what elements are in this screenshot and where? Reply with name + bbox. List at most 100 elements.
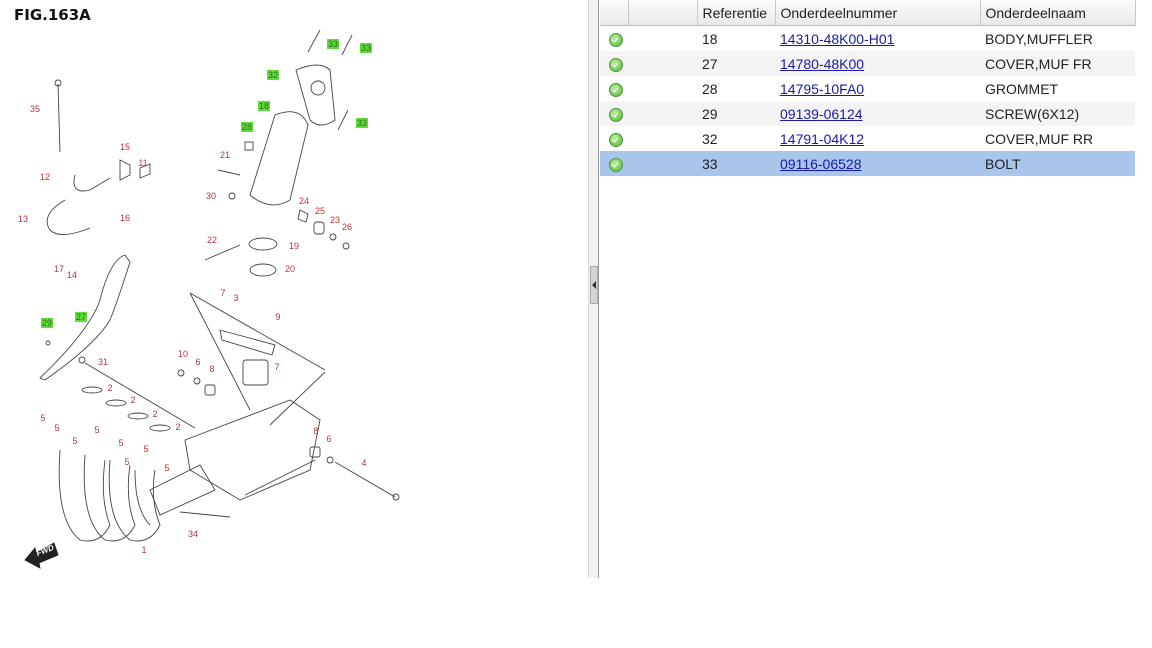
callout-34[interactable]: 34 bbox=[187, 529, 199, 539]
callout-33[interactable]: 33 bbox=[326, 39, 340, 49]
table-row[interactable]: 27 14780-48K00 COVER,MUF FR bbox=[600, 51, 1135, 76]
callout-6[interactable]: 6 bbox=[195, 357, 201, 367]
callout-3[interactable]: 3 bbox=[233, 293, 239, 303]
callout-10[interactable]: 10 bbox=[177, 349, 189, 359]
referentie-cell: 32 bbox=[702, 130, 718, 147]
callout-15[interactable]: 15 bbox=[119, 142, 131, 152]
callout-11[interactable]: 11 bbox=[138, 158, 148, 168]
blank-cell bbox=[628, 76, 697, 101]
callout-4[interactable]: 4 bbox=[361, 458, 367, 468]
pane-splitter[interactable] bbox=[588, 0, 599, 578]
blank-cell bbox=[628, 126, 697, 151]
callout-2[interactable]: 2 bbox=[107, 383, 113, 393]
part-number-link[interactable]: 14310-48K00-H01 bbox=[780, 30, 895, 47]
callout-14[interactable]: 14 bbox=[66, 270, 78, 280]
callout-25[interactable]: 25 bbox=[314, 206, 326, 216]
check-icon bbox=[609, 132, 623, 147]
table-row[interactable]: 18 14310-48K00-H01 BODY,MUFFLER bbox=[600, 26, 1135, 52]
callout-8[interactable]: 8 bbox=[209, 364, 215, 374]
onderdeelnummer-cell: 14791-04K12 bbox=[775, 126, 980, 151]
status-cell bbox=[600, 51, 628, 76]
onderdeelnummer-cell: 14780-48K00 bbox=[775, 51, 980, 76]
onderdeelnaam-cell: BOLT bbox=[980, 151, 1135, 176]
onderdeelnummer-cell: 14795-10FA0 bbox=[775, 76, 980, 101]
column-header-status[interactable] bbox=[600, 0, 629, 26]
check-icon bbox=[609, 157, 623, 172]
check-icon bbox=[609, 107, 623, 122]
part-number-link[interactable]: 09116-06528 bbox=[780, 155, 862, 172]
callout-24[interactable]: 24 bbox=[298, 196, 310, 206]
callout-5[interactable]: 5 bbox=[54, 423, 60, 433]
collapse-pane-button[interactable] bbox=[590, 266, 598, 304]
callout-5[interactable]: 5 bbox=[143, 444, 149, 454]
part-number-link[interactable]: 14791-04K12 bbox=[780, 130, 865, 147]
onderdeelnaam-cell: COVER,MUF FR bbox=[980, 51, 1135, 76]
column-header-onderdeelnummer[interactable]: Onderdeelnummer bbox=[775, 0, 981, 26]
callout-30[interactable]: 30 bbox=[205, 191, 217, 201]
callout-18[interactable]: 18 bbox=[257, 101, 271, 111]
callout-2[interactable]: 2 bbox=[130, 395, 136, 405]
callout-21[interactable]: 21 bbox=[219, 150, 231, 160]
callout-20[interactable]: 20 bbox=[284, 264, 296, 274]
referentie-cell: 18 bbox=[702, 30, 718, 47]
callout-33[interactable]: 33 bbox=[359, 43, 373, 53]
callout-2[interactable]: 2 bbox=[175, 422, 181, 432]
callout-29[interactable]: 29 bbox=[40, 318, 54, 328]
blank-cell bbox=[628, 51, 697, 76]
table-row[interactable]: 29 09139-06124 SCREW(6X12) bbox=[600, 101, 1135, 126]
callout-31[interactable]: 31 bbox=[97, 357, 109, 367]
status-cell bbox=[600, 126, 628, 151]
status-cell bbox=[600, 76, 628, 101]
callout-7[interactable]: 7 bbox=[274, 362, 280, 372]
callout-17[interactable]: 17 bbox=[53, 264, 65, 274]
parts-list: Referentie Onderdeelnummer Onderdeelnaam… bbox=[600, 0, 1136, 176]
table-row[interactable]: 28 14795-10FA0 GROMMET bbox=[600, 76, 1135, 101]
callout-28[interactable]: 28 bbox=[240, 122, 254, 132]
onderdeelnaam-cell: COVER,MUF RR bbox=[985, 130, 1094, 147]
exploded-view-drawing bbox=[24, 29, 400, 569]
column-header-onderdeelnaam[interactable]: Onderdeelnaam bbox=[980, 0, 1136, 26]
column-header-blank[interactable] bbox=[628, 0, 698, 26]
callout-19[interactable]: 19 bbox=[288, 241, 300, 251]
callout-6[interactable]: 6 bbox=[326, 434, 332, 444]
callout-5[interactable]: 5 bbox=[164, 463, 170, 473]
table-row[interactable]: 32 14791-04K12 COVER,MUF RR bbox=[600, 126, 1135, 151]
blank-cell bbox=[628, 151, 697, 176]
callout-5[interactable]: 5 bbox=[72, 436, 78, 446]
check-icon bbox=[609, 32, 623, 47]
callout-22[interactable]: 22 bbox=[206, 235, 218, 245]
callout-13[interactable]: 13 bbox=[17, 214, 29, 224]
callout-5[interactable]: 5 bbox=[124, 457, 130, 467]
callout-12[interactable]: 12 bbox=[39, 172, 51, 182]
column-header-referentie[interactable]: Referentie bbox=[697, 0, 776, 26]
callout-16[interactable]: 16 bbox=[119, 213, 131, 223]
callout-8[interactable]: 8 bbox=[313, 426, 319, 436]
callout-7[interactable]: 7 bbox=[220, 288, 226, 298]
callout-26[interactable]: 26 bbox=[341, 222, 353, 232]
callout-1[interactable]: 1 bbox=[141, 545, 147, 555]
callout-2[interactable]: 2 bbox=[152, 409, 158, 419]
callout-35[interactable]: 35 bbox=[29, 104, 41, 114]
part-number-link[interactable]: 09139-06124 bbox=[780, 105, 863, 122]
callout-5[interactable]: 5 bbox=[40, 413, 46, 423]
status-cell bbox=[600, 101, 628, 126]
referentie-cell: 28 bbox=[702, 80, 718, 97]
fwd-arrow-icon bbox=[24, 542, 59, 569]
part-number-link[interactable]: 14795-10FA0 bbox=[780, 80, 865, 97]
callout-23[interactable]: 23 bbox=[329, 215, 341, 225]
part-number-link[interactable]: 14780-48K00 bbox=[780, 55, 865, 72]
callout-9[interactable]: 9 bbox=[275, 312, 281, 322]
callout-5[interactable]: 5 bbox=[118, 438, 124, 448]
table-row[interactable]: 33 09116-06528 BOLT bbox=[600, 151, 1135, 176]
onderdeelnummer-cell: 14310-48K00-H01 bbox=[775, 26, 980, 52]
callout-27[interactable]: 27 bbox=[74, 312, 88, 322]
onderdeelnummer-cell: 09139-06124 bbox=[775, 101, 980, 126]
callout-5[interactable]: 5 bbox=[94, 425, 100, 435]
onderdeelnaam-cell: BODY,MUFFLER bbox=[985, 30, 1093, 47]
check-icon bbox=[609, 82, 623, 97]
status-cell bbox=[600, 26, 628, 52]
callout-33[interactable]: 33 bbox=[355, 118, 369, 128]
callout-32[interactable]: 32 bbox=[266, 70, 280, 80]
blank-cell bbox=[628, 26, 697, 52]
